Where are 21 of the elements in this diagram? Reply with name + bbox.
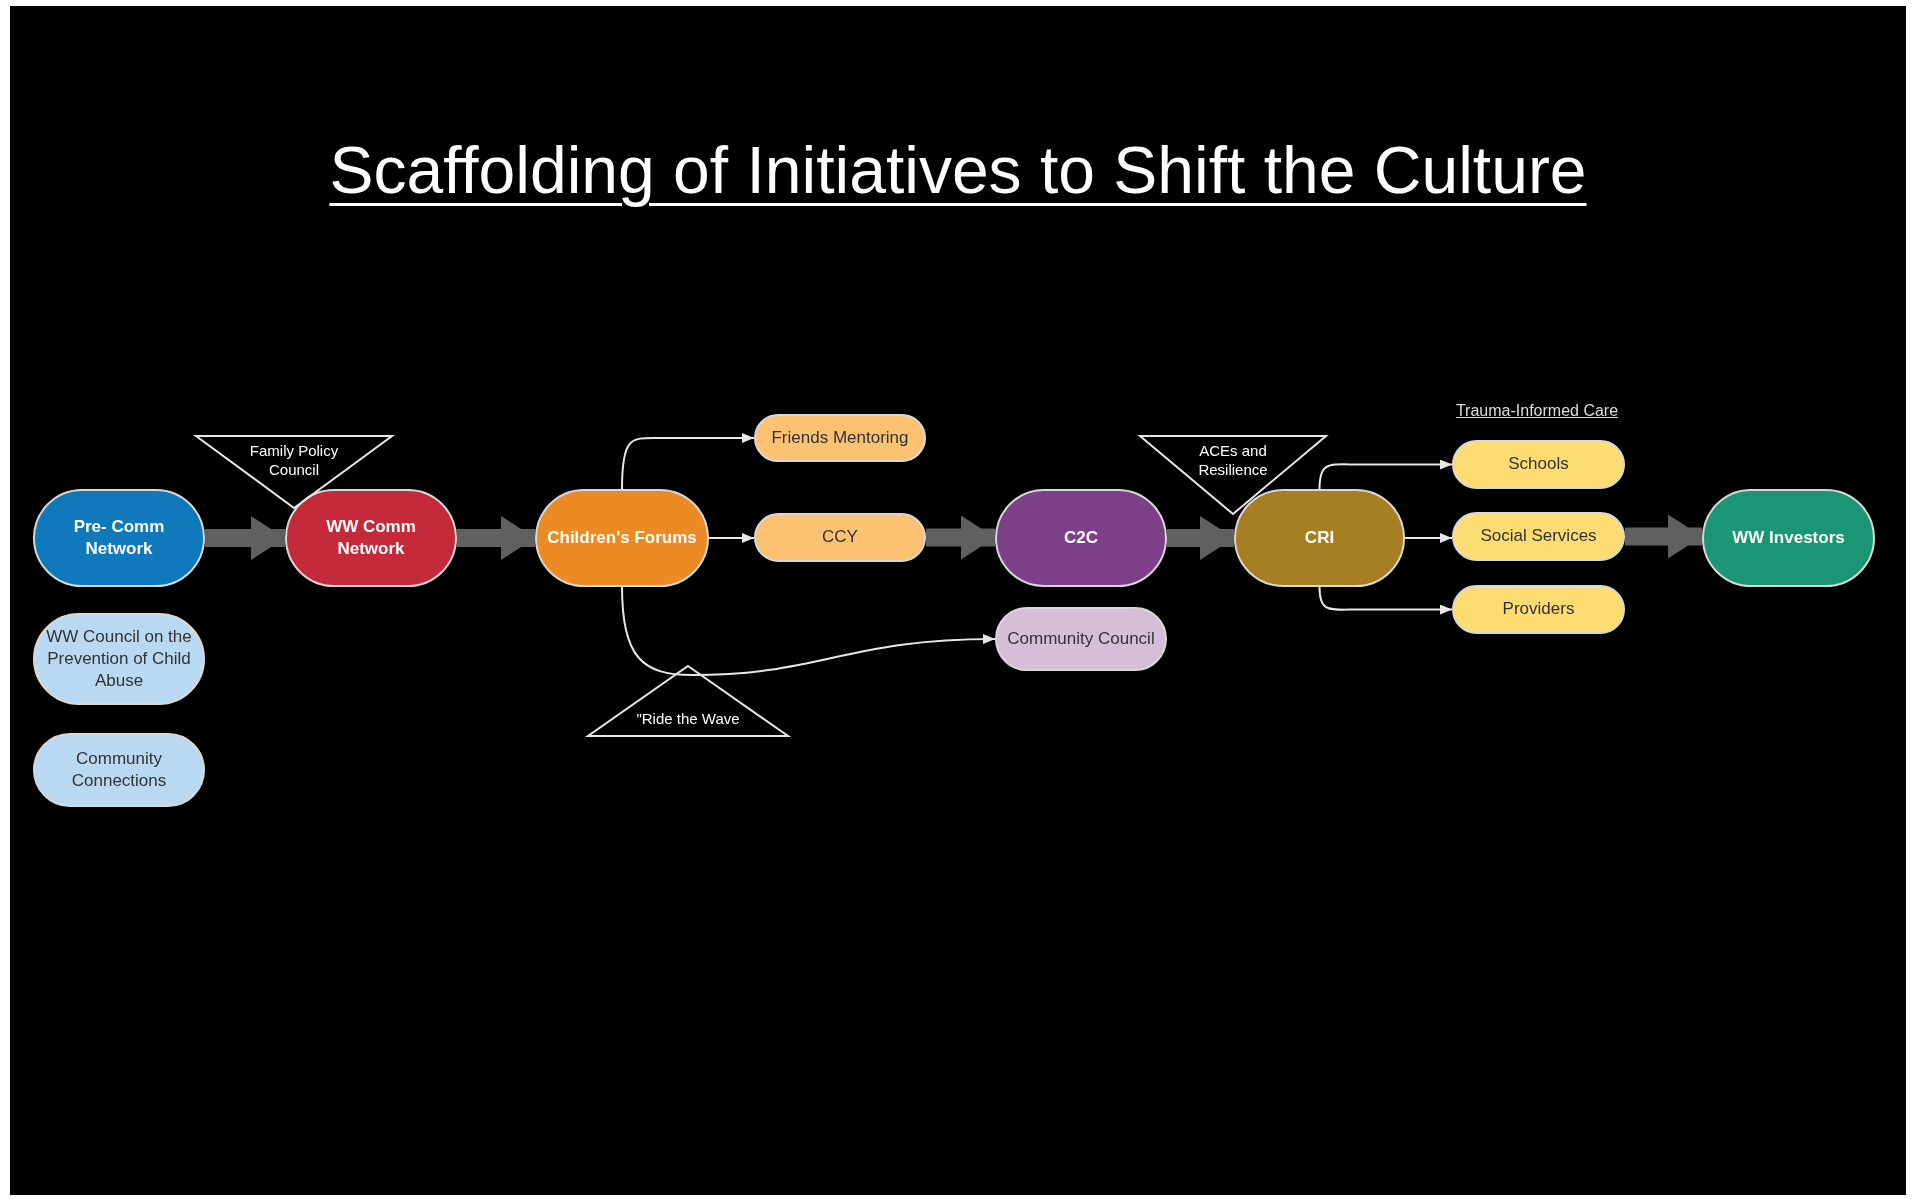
- block-arrow: [1167, 516, 1234, 560]
- rounded-box: Community Council: [995, 607, 1167, 671]
- curved-arrow: [1318, 459, 1453, 490]
- block-arrow: [1625, 514, 1702, 559]
- rounded-box: Social Services: [1452, 512, 1625, 561]
- rounded-box: Schools: [1452, 440, 1625, 489]
- block-arrow: [205, 516, 285, 560]
- triangle-marker: ACEs and Resilience: [1140, 436, 1326, 514]
- section-label: Trauma-Informed Care: [1454, 402, 1620, 420]
- curved-arrow: [621, 586, 996, 676]
- rounded-box: Friends Mentoring: [754, 414, 926, 462]
- curved-arrow: [1318, 586, 1453, 615]
- curved-arrow: [1404, 533, 1453, 543]
- title: Scaffolding of Initiatives to Shift the Culture: [328, 132, 1588, 208]
- block-arrow: [457, 516, 535, 560]
- block-arrow: [926, 515, 995, 560]
- rounded-box: Providers: [1452, 585, 1625, 634]
- rounded-box: Community Connections: [33, 733, 205, 807]
- curved-arrow: [621, 433, 755, 490]
- curved-arrow: [708, 533, 755, 543]
- rounded-box: CCY: [754, 513, 926, 562]
